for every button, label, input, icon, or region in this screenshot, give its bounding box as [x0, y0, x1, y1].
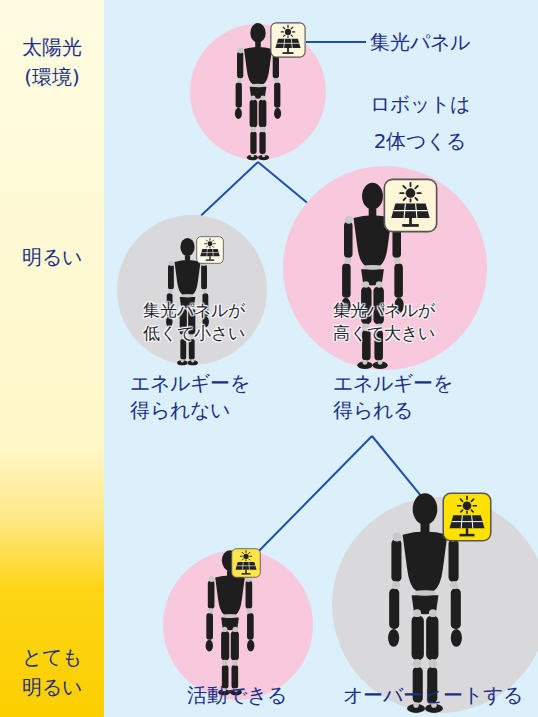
robot-figure [235, 23, 281, 160]
callout-label: 集光パネル [370, 29, 500, 56]
pink-circle: 活動できる [163, 550, 313, 700]
brightness-gradient-bar [0, 0, 104, 717]
outcome-text: オーバーヒートする [333, 682, 533, 709]
outcome-text: エネルギーを 得られる [333, 370, 463, 424]
note-text: ロボットは 2体つくる [365, 86, 475, 160]
solar-panel-icon [443, 493, 491, 541]
leader-line [306, 41, 366, 43]
tree-connector [257, 436, 372, 553]
circle-shape [332, 497, 538, 713]
pink-circle [190, 24, 326, 160]
tree-connector [258, 162, 307, 202]
tree-connector [372, 436, 423, 498]
outcome-text: 活動できる [167, 682, 307, 709]
circle-outline [190, 24, 326, 160]
circle-shape [163, 550, 313, 700]
solar-panel-icon [232, 549, 261, 578]
outcome-text: エネルギーを 得られない [130, 370, 260, 424]
circle-text: 集光パネルが 低くて小さい [138, 299, 250, 345]
robot-figure [206, 550, 255, 695]
brightness-level: とても 明るい [19, 642, 85, 702]
solar-panel-icon [197, 237, 224, 264]
robot-figure [388, 493, 462, 713]
circle-shape [283, 166, 487, 370]
circle-shape [190, 24, 326, 160]
circle-outline [332, 497, 538, 713]
axis-heading: 太陽光 (環境) [19, 32, 85, 92]
circle-outline [163, 550, 313, 700]
solar-panel-icon [384, 179, 436, 231]
solar-panel-icon [271, 23, 305, 57]
tree-connector [201, 162, 258, 216]
circle-text: 集光パネルが 高くて大きい [328, 299, 440, 345]
robot-figure [341, 183, 404, 369]
brightness-level: 明るい [2, 244, 102, 271]
gray-circle: オーバーヒートする [332, 497, 538, 713]
circle-shape [117, 215, 267, 365]
robot-figure [166, 238, 209, 365]
gray-circle: 集光パネルが 低くて小さいエネルギーを 得られない [117, 215, 267, 365]
pink-circle: 集光パネルが 高くて大きいエネルギーを 得られる [283, 166, 487, 370]
